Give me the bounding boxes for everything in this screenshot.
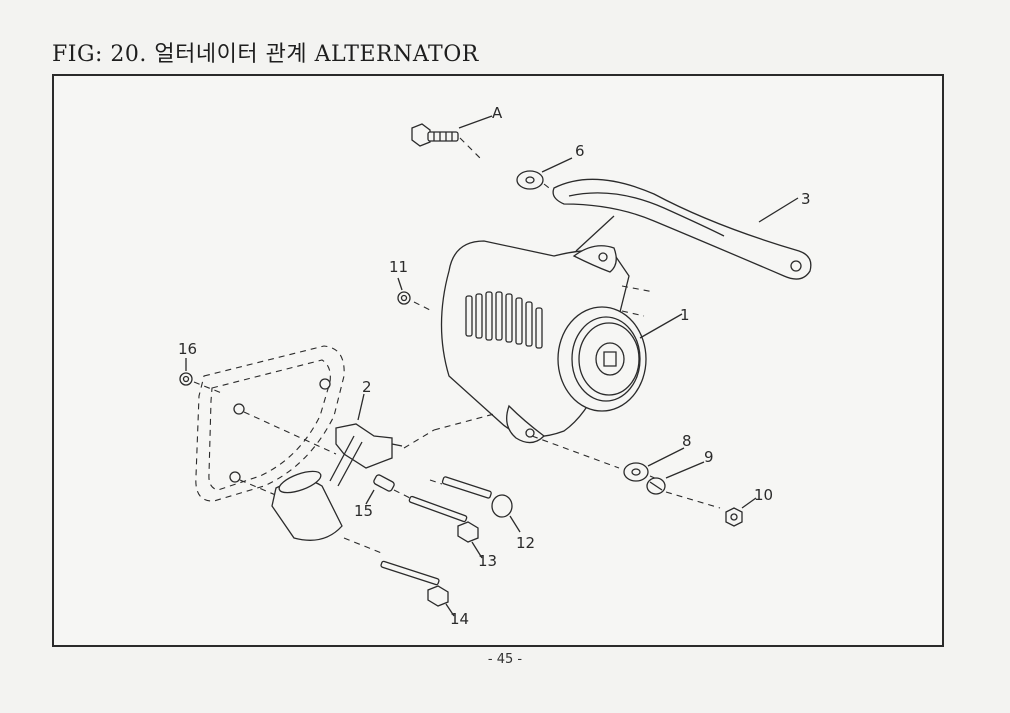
pulley [557, 306, 647, 412]
washer-8-part [623, 447, 685, 483]
callout-label: 6 [575, 142, 585, 160]
nut-16-part [179, 358, 225, 395]
mounting-plate [195, 345, 345, 502]
diagram-frame: A 6 3 11 1 16 2 15 8 9 10 12 13 14 [52, 74, 944, 647]
callout-label: 16 [178, 340, 197, 358]
cooling-fins [465, 291, 543, 349]
bolt-a-part [411, 115, 493, 161]
callout-label: 2 [362, 378, 372, 396]
idler-pulley-part [271, 470, 385, 555]
nut-10-part [725, 497, 757, 527]
washer-9-part [646, 461, 721, 509]
bracket-arm-3-part [552, 178, 812, 280]
callout-label: 13 [478, 552, 497, 570]
callout-label: 8 [682, 432, 692, 450]
nut-11-part [397, 277, 431, 311]
callout-label: A [492, 104, 503, 122]
tension-bracket-2-part [329, 393, 495, 487]
alternator-exploded-diagram: A 6 3 11 1 16 2 15 8 9 10 12 13 14 [178, 104, 812, 628]
page-number: - 45 - [487, 652, 523, 667]
callout-label: 14 [450, 610, 469, 628]
callout-label: 9 [704, 448, 714, 466]
bolt-14-part [380, 560, 455, 617]
figure-title: FIG: 20. 얼터네이터 관계 ALTERNATOR [52, 42, 479, 67]
pin-15-part [365, 474, 415, 505]
alternator-1-part [440, 240, 683, 469]
callout-labels: A 6 3 11 1 16 2 15 8 9 10 12 13 14 [178, 104, 811, 628]
callout-label: 1 [680, 306, 690, 324]
callout-label: 3 [801, 190, 811, 208]
callout-label: 12 [516, 534, 535, 552]
callout-label: 10 [754, 486, 773, 504]
callout-label: 11 [389, 258, 408, 276]
callout-label: 15 [354, 502, 373, 520]
bolt-13-part [408, 495, 483, 559]
bolt-12-part [429, 476, 521, 533]
